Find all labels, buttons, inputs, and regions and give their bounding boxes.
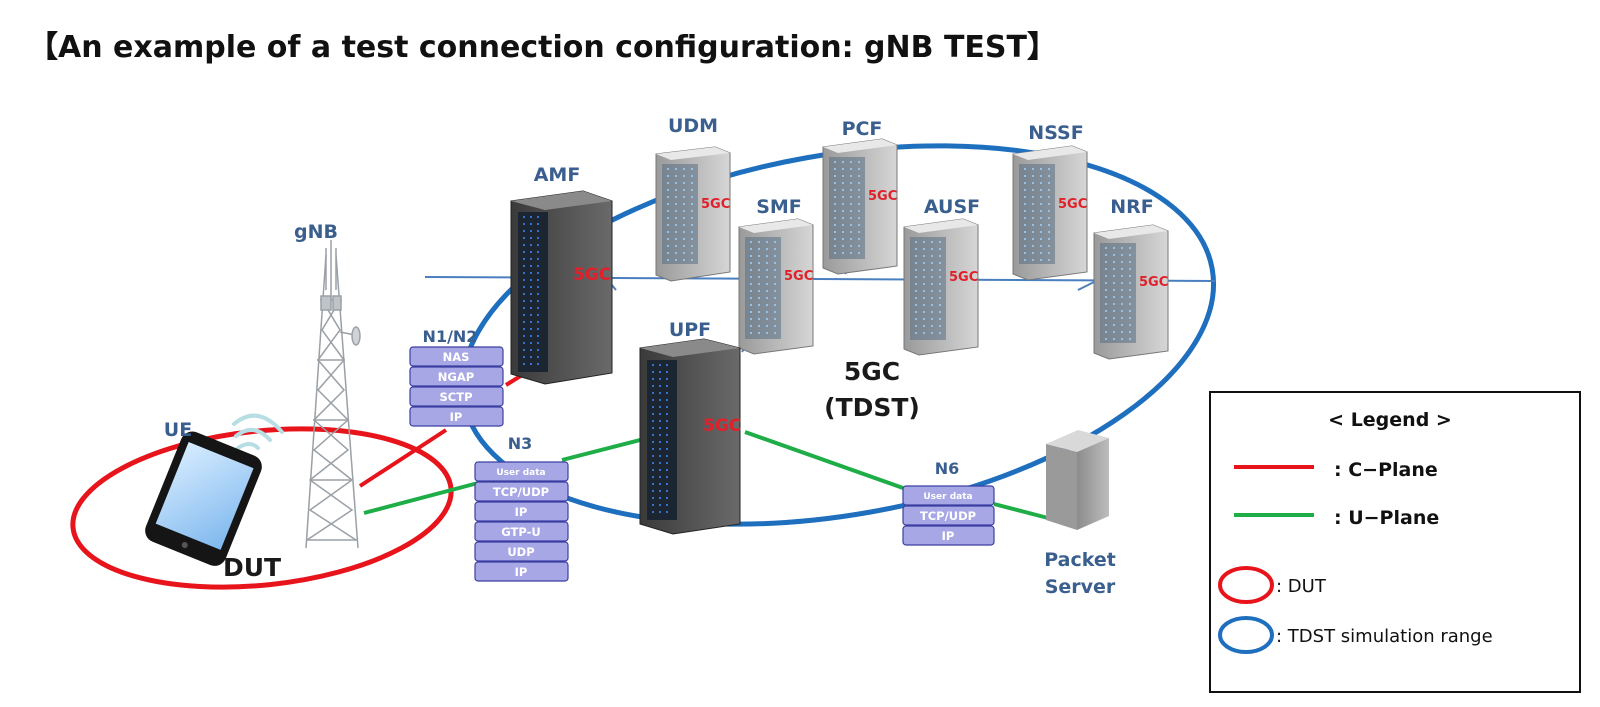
- protocol-layer: TCP/UDP: [920, 509, 976, 523]
- legend: < Legend > : C−Plane : U−Plane : DUT : T…: [1209, 391, 1581, 693]
- legend-c-plane-label: : C−Plane: [1334, 459, 1438, 481]
- protocol-stack-n6: User data TCP/UDP IP: [902, 485, 995, 546]
- server-mark: 5GC: [1139, 275, 1168, 290]
- label-pcf: PCF: [842, 118, 883, 140]
- label-upf: UPF: [669, 319, 711, 341]
- legend-tdst-swatch: [1218, 616, 1274, 654]
- label-smf: SMF: [756, 196, 802, 218]
- protocol-layer: User data: [496, 468, 545, 478]
- protocol-stack-n3: User data TCP/UDP IP GTP-U UDP IP: [474, 461, 569, 582]
- label-n6: N6: [935, 459, 960, 478]
- protocol-layer: NGAP: [438, 370, 474, 384]
- label-n1n2: N1/N2: [423, 327, 478, 346]
- legend-dut-label: : DUT: [1276, 576, 1327, 597]
- label-core-line1: 5GC: [844, 357, 900, 386]
- protocol-layer: IP: [942, 529, 955, 543]
- label-packet-server-line2: Server: [1045, 576, 1116, 598]
- label-core-line2: (TDST): [824, 393, 920, 422]
- label-n3: N3: [508, 434, 533, 453]
- server-pcf: 5GC: [822, 138, 898, 275]
- gnb-tower: [305, 240, 361, 549]
- ue-phone: [145, 413, 284, 566]
- label-udm: UDM: [668, 115, 718, 137]
- server-mark: 5GC: [1058, 197, 1087, 212]
- server-udm: 5GC: [655, 146, 731, 282]
- packet-server: [1046, 430, 1109, 530]
- label-ue: UE: [164, 419, 192, 441]
- legend-tdst-label: : TDST simulation range: [1276, 626, 1493, 647]
- label-amf: AMF: [534, 164, 581, 186]
- server-mark: 5GC: [784, 269, 813, 284]
- protocol-layer: IP: [515, 505, 528, 519]
- protocol-layer: UDP: [507, 545, 534, 559]
- server-nrf: 5GC: [1093, 224, 1169, 360]
- server-mark: 5GC: [868, 189, 897, 204]
- protocol-layer: User data: [923, 492, 972, 502]
- label-dut: DUT: [223, 553, 281, 582]
- protocol-stack-n1n2: NAS NGAP SCTP IP: [409, 346, 504, 427]
- label-packet-server-line1: Packet: [1044, 549, 1116, 571]
- legend-title: < Legend >: [1328, 409, 1452, 431]
- legend-u-plane-label: : U−Plane: [1334, 507, 1439, 529]
- label-nrf: NRF: [1110, 196, 1154, 218]
- server-upf: 5GC: [639, 338, 741, 535]
- protocol-layer: GTP-U: [501, 525, 540, 539]
- server-mark: 5GC: [701, 197, 730, 212]
- label-gnb: gNB: [294, 221, 338, 243]
- protocol-layer: NAS: [443, 350, 470, 364]
- protocol-layer: TCP/UDP: [493, 485, 549, 499]
- c-plane-line: [358, 428, 448, 488]
- server-ausf: 5GC: [903, 218, 979, 356]
- u-plane-line: [363, 481, 479, 515]
- server-mark: 5GC: [573, 265, 611, 285]
- protocol-layer: IP: [515, 565, 528, 579]
- server-mark: 5GC: [949, 270, 978, 285]
- page-title: 【An example of a test connection configu…: [28, 30, 1057, 65]
- server-mark: 5GC: [703, 416, 741, 436]
- label-nssf: NSSF: [1028, 122, 1083, 144]
- server-amf: 5GC: [510, 190, 613, 385]
- server-smf: 5GC: [738, 218, 814, 355]
- protocol-layer: SCTP: [440, 390, 473, 404]
- protocol-layer: IP: [450, 410, 463, 424]
- server-nssf: 5GC: [1012, 145, 1088, 281]
- label-ausf: AUSF: [924, 196, 980, 218]
- legend-dut-swatch: [1218, 566, 1274, 604]
